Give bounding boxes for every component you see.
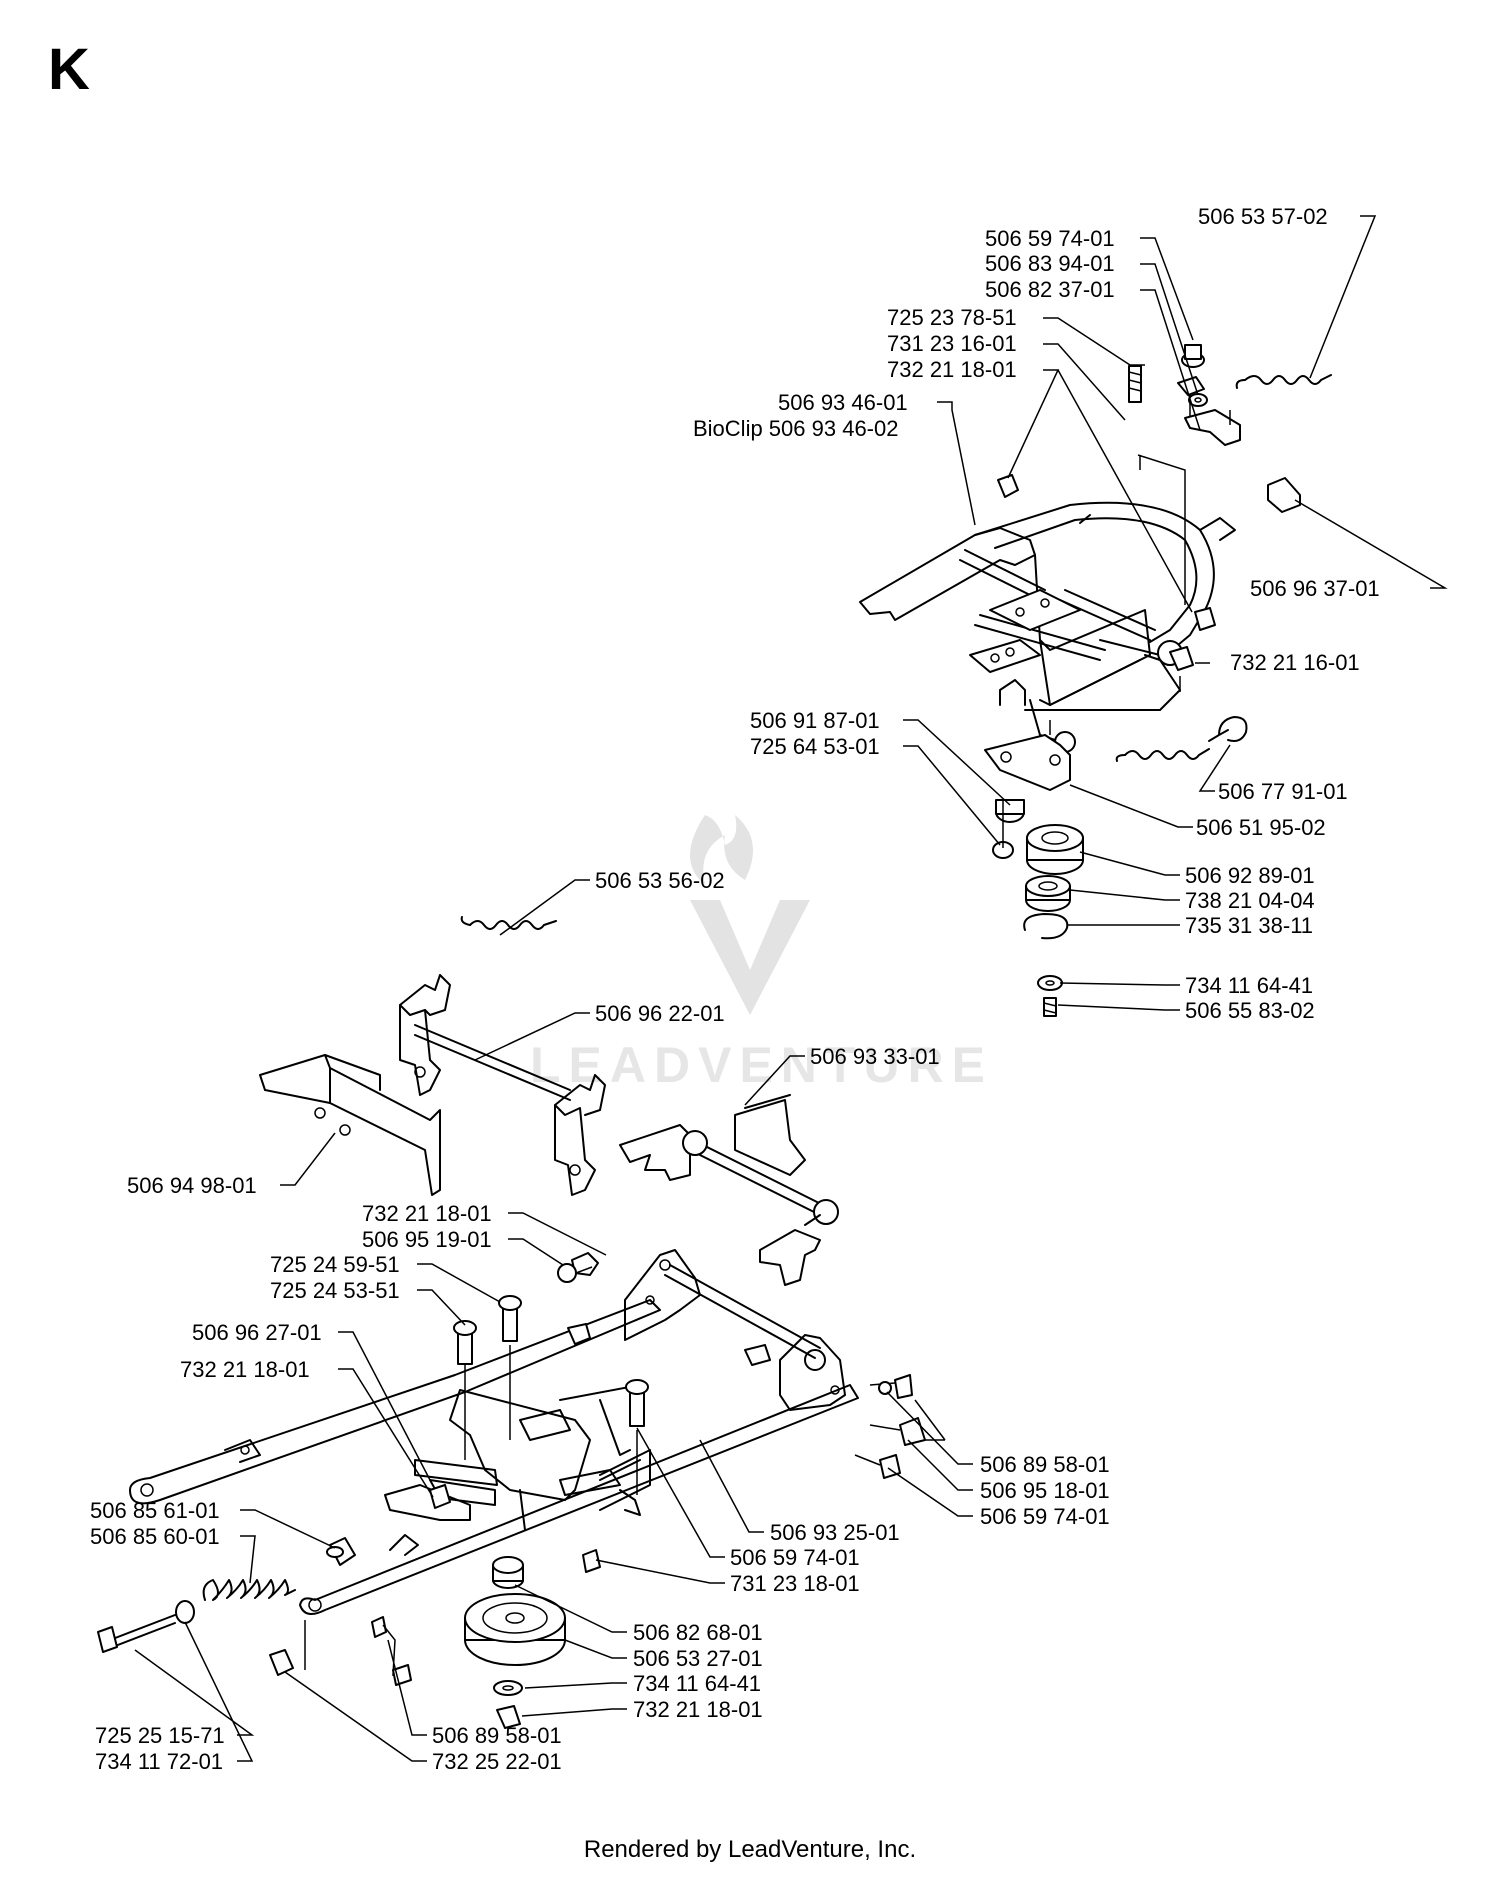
label-506-85-60-01: 506 85 60-01 <box>90 1524 220 1549</box>
label-735-31-38-11: 735 31 38-11 <box>1185 913 1313 938</box>
label-506-55-83-02: 506 55 83-02 <box>1185 998 1315 1023</box>
label-506-77-91-01: 506 77 91-01 <box>1218 779 1348 804</box>
label-506-53-56-02: 506 53 56-02 <box>595 868 725 893</box>
label-725-23-78-51: 725 23 78-51 <box>887 305 1017 330</box>
label-506-93-33-01: 506 93 33-01 <box>810 1044 940 1069</box>
label-734-11-64-41-bottom: 734 11 64-41 <box>633 1671 761 1696</box>
label-734-11-72-01: 734 11 72-01 <box>95 1749 223 1774</box>
label-506-96-37-01: 506 96 37-01 <box>1250 576 1380 601</box>
label-732-21-16-01: 732 21 16-01 <box>1230 650 1360 675</box>
label-738-21-04-04: 738 21 04-04 <box>1185 888 1315 913</box>
label-506-89-58-01-right: 506 89 58-01 <box>980 1452 1110 1477</box>
label-506-85-61-01: 506 85 61-01 <box>90 1498 220 1523</box>
leader-lines <box>134 215 1448 1762</box>
label-506-53-27-01: 506 53 27-01 <box>633 1646 763 1671</box>
label-725-64-53-01: 725 64 53-01 <box>750 734 880 759</box>
label-725-25-15-71: 725 25 15-71 <box>95 1723 225 1748</box>
label-731-23-18-01: 731 23 18-01 <box>730 1571 860 1596</box>
label-506-96-27-01: 506 96 27-01 <box>192 1320 322 1345</box>
label-732-21-18-01-mid: 732 21 18-01 <box>362 1201 492 1226</box>
label-506-51-95-02: 506 51 95-02 <box>1196 815 1326 840</box>
label-732-21-18-01-top: 732 21 18-01 <box>887 357 1017 382</box>
label-506-82-37-01: 506 82 37-01 <box>985 277 1115 302</box>
watermark-logo: LEADVENTURE <box>530 815 993 1093</box>
label-506-91-87-01: 506 91 87-01 <box>750 708 880 733</box>
label-506-93-46-01: 506 93 46-01 <box>778 390 908 415</box>
label-725-24-53-51: 725 24 53-51 <box>270 1278 400 1303</box>
label-506-59-74-01: 506 59 74-01 <box>985 226 1115 251</box>
footer-credit: Rendered by LeadVenture, Inc. <box>583 1836 917 1863</box>
upper-bracket-assembly <box>859 344 1332 1017</box>
label-506-82-68-01: 506 82 68-01 <box>633 1620 763 1645</box>
part-labels: 506 53 57-02 506 59 74-01 506 83 94-01 5… <box>90 204 1380 1774</box>
label-725-24-59-51: 725 24 59-51 <box>270 1252 400 1277</box>
label-506-95-19-01: 506 95 19-01 <box>362 1227 492 1252</box>
label-732-21-18-01-bottom: 732 21 18-01 <box>633 1697 763 1722</box>
label-506-94-98-01: 506 94 98-01 <box>127 1173 257 1198</box>
label-506-96-22-01: 506 96 22-01 <box>595 1001 725 1026</box>
page-title: K <box>48 37 90 102</box>
label-506-59-74-01-right: 506 59 74-01 <box>980 1504 1110 1529</box>
label-734-11-64-41-top: 734 11 64-41 <box>1185 973 1313 998</box>
label-bioclip-506-93-46-02: BioClip 506 93 46-02 <box>693 416 898 441</box>
label-506-93-25-01: 506 93 25-01 <box>770 1520 900 1545</box>
label-506-53-57-02: 506 53 57-02 <box>1198 204 1328 229</box>
label-506-59-74-01-center: 506 59 74-01 <box>730 1545 860 1570</box>
middle-bracket-assembly <box>259 916 839 1286</box>
lower-frame-assembly <box>97 1249 946 1729</box>
label-732-21-18-01-left: 732 21 18-01 <box>180 1357 310 1382</box>
label-506-92-89-01: 506 92 89-01 <box>1185 863 1315 888</box>
watermark-text: LEADVENTURE <box>530 1037 993 1093</box>
label-731-23-16-01: 731 23 16-01 <box>887 331 1017 356</box>
label-732-25-22-01: 732 25 22-01 <box>432 1749 562 1774</box>
label-506-83-94-01: 506 83 94-01 <box>985 251 1115 276</box>
label-506-95-18-01: 506 95 18-01 <box>980 1478 1110 1503</box>
label-506-89-58-01-bottom: 506 89 58-01 <box>432 1723 562 1748</box>
